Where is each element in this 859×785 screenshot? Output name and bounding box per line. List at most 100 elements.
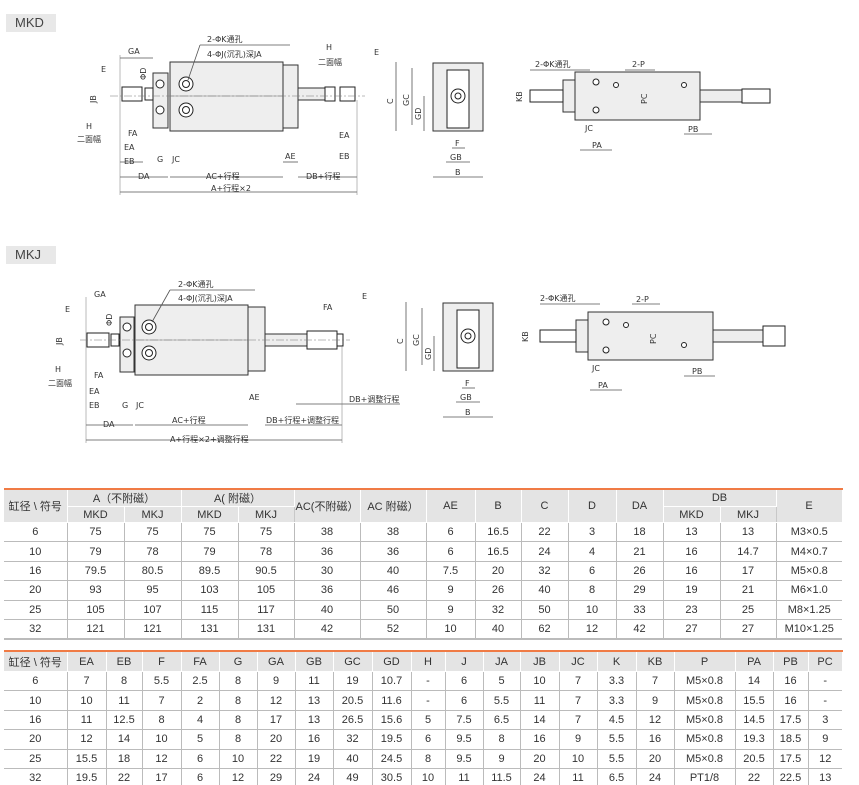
table-cell: 36 — [359, 541, 426, 562]
table-cell: 36 — [293, 580, 360, 601]
dimension-label: AE — [285, 152, 296, 161]
table-cell: 13 — [807, 768, 842, 785]
table-cell: 6 — [425, 522, 475, 543]
header-e: E — [775, 488, 843, 523]
table-cell: 11 — [105, 690, 142, 711]
table-cell: 13 — [719, 522, 776, 543]
table-cell: 15.5 — [66, 749, 106, 769]
table-cell: 7 — [558, 671, 597, 692]
dimension-label: EA — [124, 143, 135, 152]
dimension-label: F — [465, 379, 470, 388]
table-cell: 75 — [180, 522, 238, 543]
dimension-label: JB — [55, 337, 64, 346]
dimension-label: 2-ΦK通孔 — [540, 293, 576, 303]
table-cell: 49 — [332, 768, 372, 785]
dimension-label: JC — [584, 124, 593, 133]
table-cell: 4 — [567, 541, 616, 562]
table-cell: 121 — [123, 619, 181, 641]
table-cell: 22 — [520, 522, 568, 543]
table-cell: 18 — [615, 522, 663, 543]
dimension-label: GC — [412, 334, 421, 346]
table-cell: 40 — [293, 600, 360, 620]
table-cell: 20 — [519, 749, 559, 769]
table-cell: 10 — [141, 729, 181, 750]
table-cell: 16 — [4, 710, 67, 731]
table-cell: 12 — [141, 749, 181, 769]
section-tag-mkd: MKD — [6, 14, 56, 32]
dimension-label: DB+行程 — [306, 171, 340, 181]
table-cell: 10 — [4, 690, 67, 711]
table-cell: 29 — [615, 580, 663, 601]
dimension-label: PA — [592, 141, 602, 150]
dimension-label: JC — [171, 155, 180, 164]
table-cell: 17.5 — [772, 749, 808, 769]
table-cell: 40 — [332, 749, 372, 769]
dimension-label: PC — [649, 333, 658, 344]
dimension-label: ΦD — [139, 68, 148, 80]
dimension-label: 2-ΦK通孔 — [178, 279, 214, 289]
table-cell: 121 — [66, 619, 124, 641]
table-cell: 7 — [558, 690, 597, 711]
table-header: EB — [105, 650, 143, 672]
dimension-label: GB — [450, 153, 462, 162]
table-cell: 32 — [520, 561, 568, 582]
table-cell: 14.7 — [719, 541, 776, 562]
table-cell: 14 — [734, 671, 773, 692]
dimension-drawings: 2-ΦK通孔 4-ΦJ(沉孔)深JA GA E ΦD JB H 二面幅 FA E… — [48, 34, 786, 444]
table-cell: 26 — [474, 580, 521, 601]
table-cell: 27 — [662, 619, 720, 641]
table-cell: 8 — [141, 710, 181, 731]
header-d: D — [567, 488, 617, 523]
table-cell: 19 — [662, 580, 720, 601]
table-cell: 9 — [807, 729, 842, 750]
table-cell: 16 — [772, 671, 808, 692]
dimension-label: H — [326, 43, 332, 52]
table-cell: 14 — [519, 710, 559, 731]
dimension-label: FA — [323, 303, 333, 312]
table-cell: 32 — [332, 729, 372, 750]
table-header: EA — [66, 650, 107, 672]
dimension-label: E — [362, 292, 367, 301]
table-cell: 6 — [180, 768, 219, 785]
dimension-label: B — [455, 168, 461, 177]
table-cell: M6×1.0 — [775, 580, 842, 601]
table-cell: 42 — [615, 619, 663, 641]
table-cell: 40 — [474, 619, 521, 641]
table-header: GA — [256, 650, 296, 672]
dimension-label: PC — [640, 93, 649, 104]
table-cell: 38 — [359, 522, 426, 543]
mkd-top-view: 2-ΦK通孔 2-P KB PC JC PA PB — [515, 59, 771, 151]
dimension-label: 2-ΦK通孔 — [207, 34, 243, 44]
table-header: GC — [332, 650, 373, 672]
dimension-label: G — [157, 155, 163, 164]
table-cell: 13 — [294, 690, 333, 711]
table-cell: 16 — [635, 729, 674, 750]
table-cell: 9 — [482, 749, 520, 769]
dimension-label: DB+行程+调整行程 — [266, 415, 339, 425]
table-cell: PT1/8 — [673, 768, 735, 785]
table-header: P — [673, 650, 736, 672]
dimension-label: JC — [135, 401, 144, 410]
table-header: H — [410, 650, 446, 672]
table-cell: 79.5 — [66, 561, 124, 582]
table-header: K — [596, 650, 637, 672]
table-cell: 22.5 — [772, 768, 808, 785]
table-cell: 20 — [4, 580, 67, 601]
table-cell: 117 — [237, 600, 294, 620]
dimension-label: EA — [89, 387, 100, 396]
dimension-label: GB — [460, 393, 472, 402]
mkd-front-labels: 2-ΦK通孔 4-ΦJ(沉孔)深JA GA E ΦD JB H 二面幅 FA E… — [77, 34, 379, 193]
header-a-mag: A( 附磁） — [180, 488, 295, 507]
table-cell: 9 — [425, 580, 475, 601]
table-cell: M5×0.8 — [673, 729, 735, 750]
table-cell: 22 — [256, 749, 295, 769]
table-cell: 22 — [734, 768, 773, 785]
table-cell: M10×1.25 — [775, 619, 842, 641]
